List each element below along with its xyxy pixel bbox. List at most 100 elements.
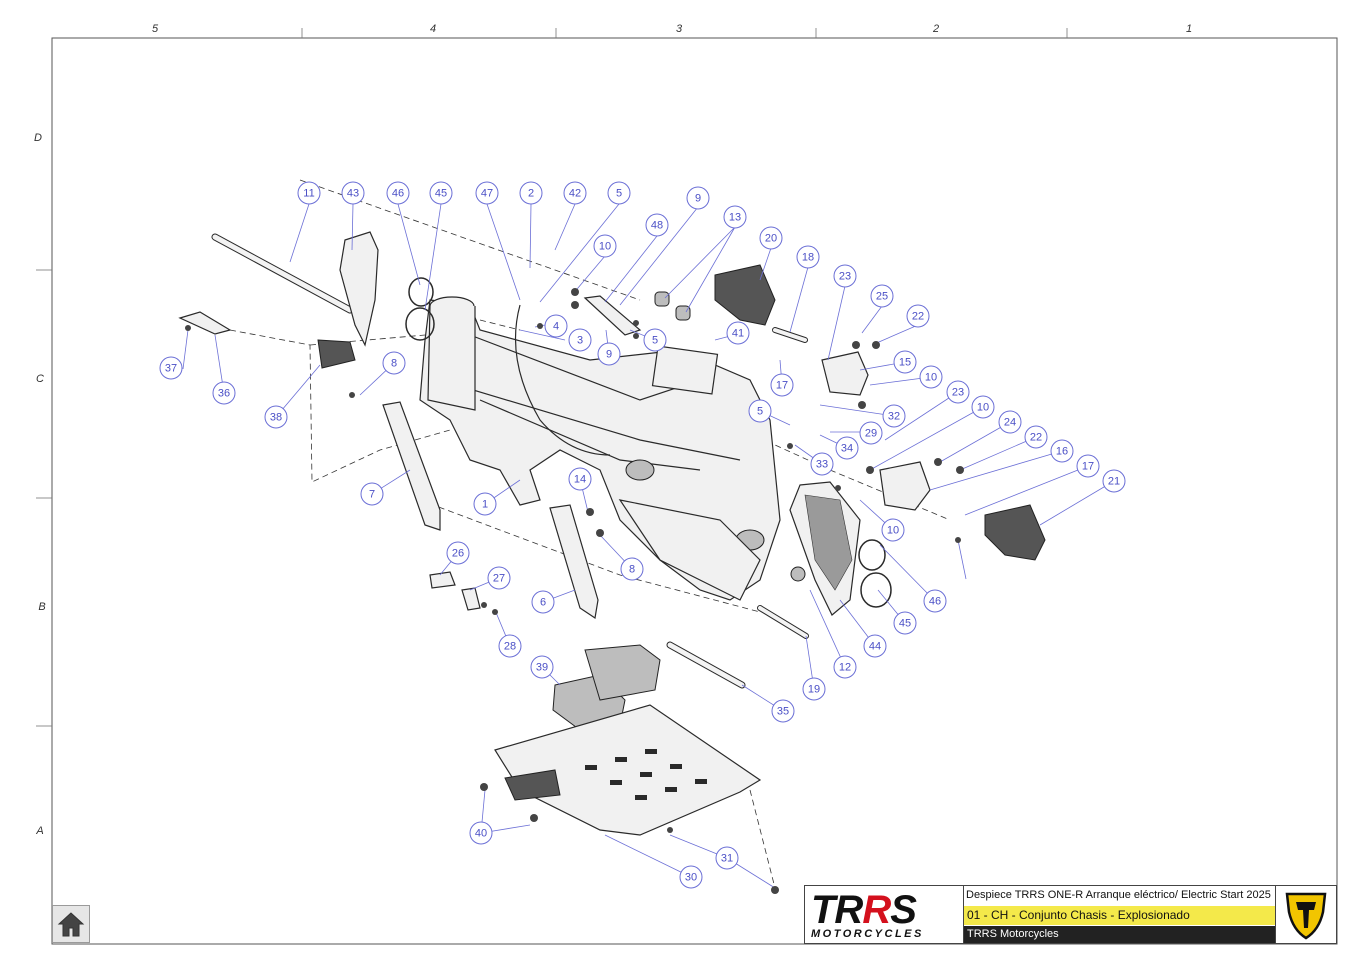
- part-callout[interactable]: 29: [859, 421, 883, 445]
- callout-circle: [212, 381, 236, 405]
- part-callout[interactable]: 27: [487, 566, 511, 590]
- part-callout[interactable]: 9: [597, 342, 621, 366]
- callout-number: 22: [1030, 432, 1042, 444]
- part-callout[interactable]: 18: [796, 245, 820, 269]
- callout-circle: [893, 350, 917, 374]
- part-callout[interactable]: 47: [475, 181, 499, 205]
- part-callout[interactable]: 32: [882, 404, 906, 428]
- part-callout[interactable]: 10: [919, 365, 943, 389]
- part-callout[interactable]: 37: [159, 356, 183, 380]
- part-callout[interactable]: 6: [531, 590, 555, 614]
- left-parts: [178, 231, 661, 731]
- part-callout[interactable]: 15: [893, 350, 917, 374]
- callout-number: 41: [732, 328, 744, 340]
- part-callout[interactable]: 8: [382, 351, 406, 375]
- part-callout[interactable]: 10: [971, 395, 995, 419]
- part-callout[interactable]: 4: [544, 314, 568, 338]
- part-callout[interactable]: 22: [906, 304, 930, 328]
- trrs-shield-icon: [1275, 886, 1336, 943]
- fasteners: [185, 288, 964, 894]
- callout-number: 28: [504, 641, 516, 653]
- callout-number: 10: [887, 525, 899, 537]
- brand-logo: TRRS MOTORCYCLES: [805, 886, 964, 943]
- callout-circle: [859, 421, 883, 445]
- callout-circle: [686, 186, 710, 210]
- callout-circle: [679, 865, 703, 889]
- part-callout[interactable]: 16: [1050, 439, 1074, 463]
- part-callout[interactable]: 45: [429, 181, 453, 205]
- part-callout[interactable]: 26: [446, 541, 470, 565]
- callout-number: 1: [482, 499, 488, 511]
- callout-number: 17: [776, 380, 788, 392]
- callout-circle: [771, 699, 795, 723]
- company-name: TRRS Motorcycles: [964, 926, 1276, 943]
- callout-circle: [770, 373, 794, 397]
- callout-circle: [881, 518, 905, 542]
- part-callout[interactable]: 17: [1076, 454, 1100, 478]
- part-callout[interactable]: 30: [679, 865, 703, 889]
- part-callout[interactable]: 1: [473, 492, 497, 516]
- callout-circle: [882, 404, 906, 428]
- part-callout[interactable]: 48: [645, 213, 669, 237]
- part-callout[interactable]: 46: [386, 181, 410, 205]
- callout-number: 5: [616, 188, 622, 200]
- callout-circle: [1076, 454, 1100, 478]
- callout-number: 14: [574, 474, 586, 486]
- part-callout[interactable]: 20: [759, 226, 783, 250]
- part-callout[interactable]: 11: [297, 181, 321, 205]
- part-callout[interactable]: 28: [498, 634, 522, 658]
- part-callout[interactable]: 23: [946, 380, 970, 404]
- home-button[interactable]: [52, 905, 90, 943]
- callout-circle: [475, 181, 499, 205]
- part-callout[interactable]: 19: [802, 677, 826, 701]
- part-callout[interactable]: 45: [893, 611, 917, 635]
- part-callout[interactable]: 38: [264, 405, 288, 429]
- part-callout[interactable]: 5: [607, 181, 631, 205]
- callout-number: 31: [721, 853, 733, 865]
- part-callout[interactable]: 10: [881, 518, 905, 542]
- callout-circle: [1050, 439, 1074, 463]
- part-callout[interactable]: 13: [723, 205, 747, 229]
- callout-circle: [923, 589, 947, 613]
- part-callout[interactable]: 36: [212, 381, 236, 405]
- part-callout[interactable]: 14: [568, 467, 592, 491]
- part-callout[interactable]: 10: [593, 234, 617, 258]
- part-callout[interactable]: 17: [770, 373, 794, 397]
- part-callout[interactable]: 8: [620, 557, 644, 581]
- callout-circle: [297, 181, 321, 205]
- part-callout[interactable]: 21: [1102, 469, 1126, 493]
- callout-number: 27: [493, 573, 505, 585]
- part-callout[interactable]: 34: [835, 436, 859, 460]
- part-callout[interactable]: 7: [360, 482, 384, 506]
- part-callout[interactable]: 40: [469, 821, 493, 845]
- callout-circle: [429, 181, 453, 205]
- part-callout[interactable]: 35: [771, 699, 795, 723]
- part-callout[interactable]: 2: [519, 181, 543, 205]
- part-callout[interactable]: 5: [643, 328, 667, 352]
- callout-number: 5: [652, 335, 658, 347]
- part-callout[interactable]: 25: [870, 284, 894, 308]
- part-callout[interactable]: 31: [715, 846, 739, 870]
- callout-number: 32: [888, 411, 900, 423]
- callout-number: 40: [475, 828, 487, 840]
- part-callout[interactable]: 12: [833, 655, 857, 679]
- part-callout[interactable]: 42: [563, 181, 587, 205]
- callout-number: 15: [899, 357, 911, 369]
- part-callout[interactable]: 33: [810, 452, 834, 476]
- callout-circle: [723, 205, 747, 229]
- part-callout[interactable]: 39: [530, 655, 554, 679]
- callout-circle: [645, 213, 669, 237]
- part-callout[interactable]: 5: [748, 399, 772, 423]
- part-callout[interactable]: 9: [686, 186, 710, 210]
- callout-number: 8: [391, 358, 397, 370]
- part-callout[interactable]: 41: [726, 321, 750, 345]
- part-callout[interactable]: 46: [923, 589, 947, 613]
- part-callout[interactable]: 3: [568, 328, 592, 352]
- part-callout[interactable]: 44: [863, 634, 887, 658]
- part-callout[interactable]: 22: [1024, 425, 1048, 449]
- column-label: 1: [1186, 23, 1192, 35]
- part-callout[interactable]: 23: [833, 264, 857, 288]
- part-callout[interactable]: 24: [998, 410, 1022, 434]
- part-callout[interactable]: 43: [341, 181, 365, 205]
